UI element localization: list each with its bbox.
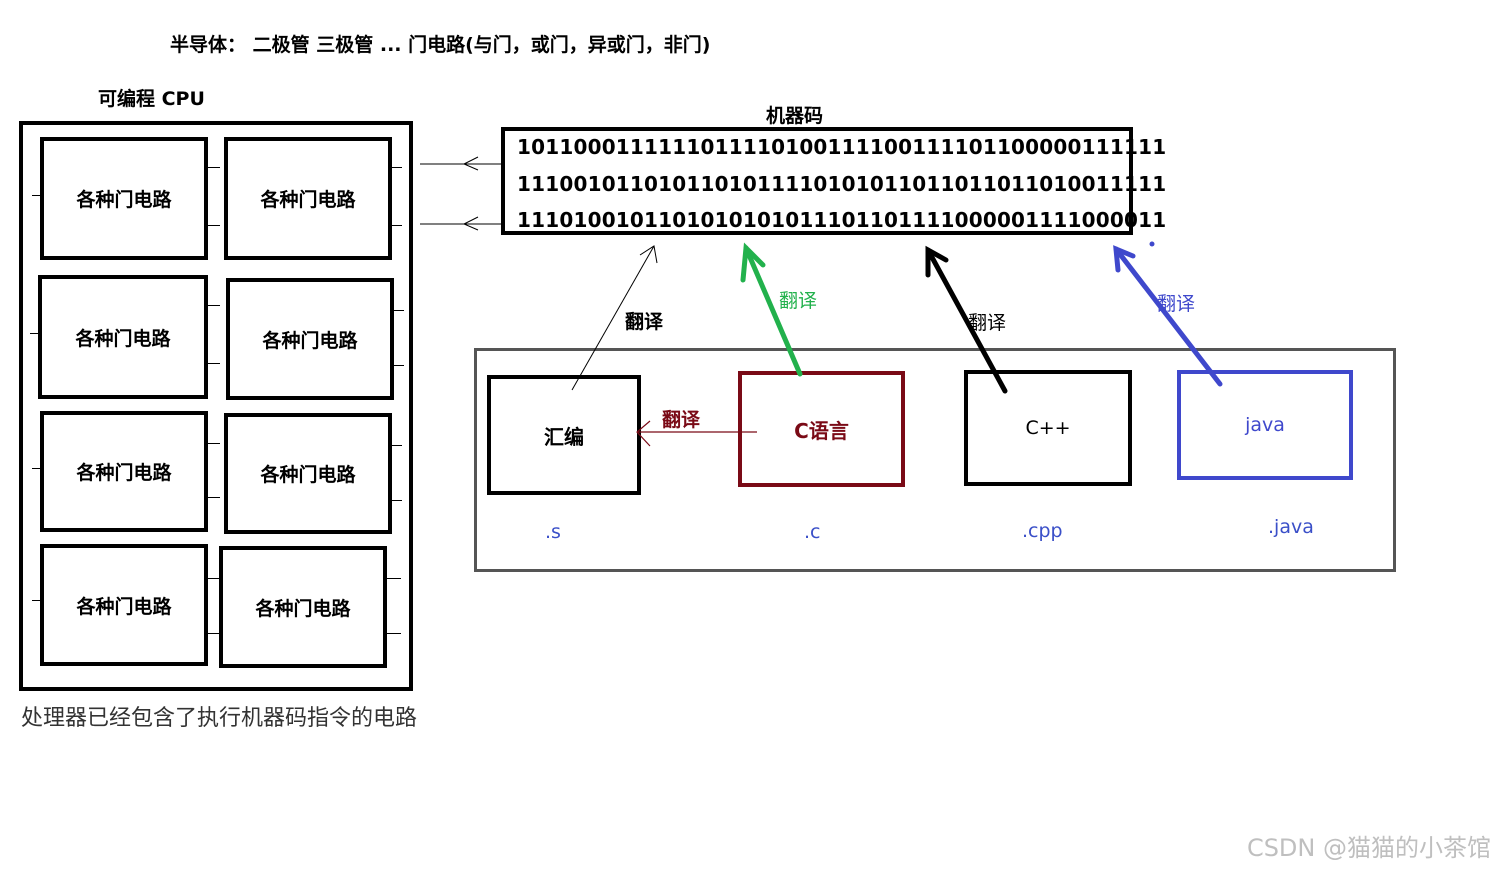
cpu-caption: 处理器已经包含了执行机器码指令的电路	[21, 706, 418, 731]
pin-tick	[206, 167, 220, 168]
gate-circuit-label: 各种门电路	[76, 462, 172, 484]
gate-circuit-box: 各种门电路	[40, 544, 208, 666]
pin-tick	[392, 310, 404, 311]
pin-tick	[390, 445, 402, 446]
cpp-label: C++	[1025, 417, 1071, 439]
arrow-assembly-to-mc	[571, 245, 658, 391]
arrow-cpp-to-mc	[925, 245, 1008, 394]
gate-circuit-label: 各种门电路	[75, 327, 171, 350]
page-title: 半导体： 二极管 三极管 ... 门电路(与门，或门，异或门，非门)	[170, 34, 711, 56]
cpu-frame	[19, 121, 413, 691]
machine-code-title: 机器码	[766, 105, 824, 127]
arrow-mc-to-cpu-bottom	[420, 216, 505, 231]
languages-frame	[474, 348, 1396, 572]
pin-tick	[30, 333, 40, 334]
translate-label-assembly: 翻译	[625, 311, 664, 333]
assembly-label: 汇编	[544, 424, 584, 449]
gate-circuit-label: 各种门电路	[260, 464, 356, 486]
pin-tick	[385, 578, 401, 579]
pin-tick	[206, 363, 220, 364]
gate-circuit-box: 各种门电路	[38, 275, 208, 399]
gate-circuit-label: 各种门电路	[260, 189, 356, 211]
c-language-box: C语言	[738, 371, 905, 487]
machine-code-line: 1011000111111011110100111100111101100000…	[517, 135, 1167, 159]
pin-tick	[206, 225, 220, 226]
java-label: java	[1245, 414, 1285, 436]
translate-label-c: 翻译	[779, 290, 818, 312]
pin-tick	[206, 578, 220, 579]
translate-label-java: 翻译	[1157, 293, 1196, 315]
gate-circuit-label: 各种门电路	[262, 329, 358, 352]
pin-tick	[32, 195, 42, 196]
machine-code-line: 1110100101101010101011101101111000001111…	[517, 208, 1167, 232]
c-language-label: C语言	[794, 418, 849, 443]
gate-circuit-box: 各种门电路	[226, 278, 394, 400]
gate-circuit-box: 各种门电路	[224, 137, 392, 260]
cpu-title: 可编程 CPU	[98, 88, 205, 110]
pin-tick	[392, 365, 404, 366]
pin-tick	[206, 305, 220, 306]
arrow-c-to-mc	[740, 242, 803, 377]
translate-label-c-to-asm: 翻译	[662, 409, 701, 431]
machine-code-line: 1110010110101101011110101011011011011010…	[517, 172, 1167, 196]
gate-circuit-box: 各种门电路	[224, 413, 392, 534]
cpp-extension: .cpp	[1022, 520, 1063, 542]
pin-tick	[206, 443, 220, 444]
gate-circuit-box: 各种门电路	[219, 546, 387, 668]
gate-circuit-label: 各种门电路	[76, 189, 172, 211]
arrow-java-to-mc	[1113, 245, 1223, 387]
pin-tick	[385, 633, 401, 634]
pin-tick	[32, 600, 42, 601]
gate-circuit-label: 各种门电路	[76, 595, 172, 618]
pin-tick	[390, 225, 402, 226]
assembly-extension: .s	[545, 521, 561, 543]
pin-tick	[206, 633, 220, 634]
gate-circuit-box: 各种门电路	[40, 411, 208, 532]
pin-tick	[390, 500, 402, 501]
arrow-c-to-assembly	[636, 420, 757, 447]
java-extension: .java	[1268, 516, 1314, 538]
gate-circuit-label: 各种门电路	[255, 597, 351, 620]
gate-circuit-box: 各种门电路	[40, 137, 208, 260]
cpp-box: C++	[964, 370, 1132, 486]
arrow-mc-to-cpu-top	[420, 156, 505, 171]
translate-label-cpp: 翻译	[968, 312, 1007, 334]
pin-tick	[32, 468, 42, 469]
pin-tick	[206, 497, 220, 498]
watermark: CSDN @猫猫的小茶馆	[1246, 834, 1491, 862]
machine-code-box: 1011000111111011110100111100111101100000…	[501, 127, 1166, 235]
java-box: java	[1177, 370, 1353, 480]
stray-dot	[1149, 241, 1155, 247]
pin-tick	[390, 167, 402, 168]
c-extension: .c	[804, 521, 821, 543]
